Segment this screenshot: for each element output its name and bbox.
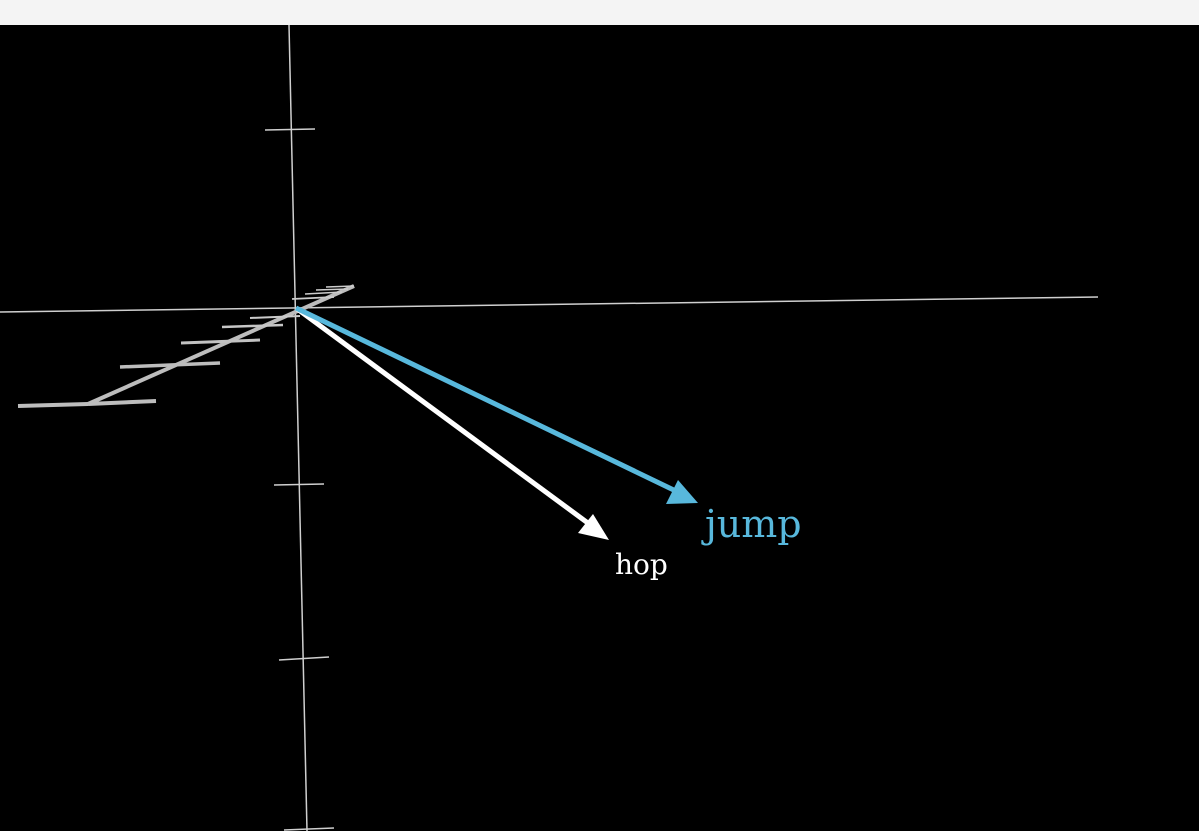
- z-axis-tick: [264, 128, 316, 131]
- y-axis-near-extension: [17, 402, 89, 408]
- jump-label: jump: [701, 502, 802, 546]
- y-axis-tick: [249, 315, 301, 319]
- z-axis-tick: [278, 656, 330, 661]
- jump-vector-arrow: [294, 305, 684, 497]
- z-axis-tick: [283, 827, 335, 831]
- y-axis-tick: [87, 399, 157, 406]
- y-axis-tick: [221, 323, 284, 329]
- y-axis-tick: [119, 361, 221, 369]
- jump-arrowhead: [666, 480, 698, 504]
- hop-label: hop: [615, 548, 668, 581]
- hop-vector-arrow: [294, 305, 598, 532]
- top-strip: [0, 0, 1199, 25]
- axes-scene: hop jump: [0, 25, 1099, 831]
- y-axis-tick: [315, 288, 349, 291]
- y-axis-tick: [304, 291, 343, 295]
- y-axis-tick: [325, 285, 355, 288]
- z-axis: [288, 25, 308, 831]
- y-axis-tick: [180, 338, 261, 345]
- hop-arrowhead: [578, 514, 609, 540]
- 3d-axes-canvas: hop jump: [0, 25, 1199, 831]
- y-axis-tick: [291, 296, 335, 300]
- z-axis-tick: [273, 483, 325, 486]
- y-axis: [87, 284, 355, 406]
- x-axis: [0, 296, 1099, 313]
